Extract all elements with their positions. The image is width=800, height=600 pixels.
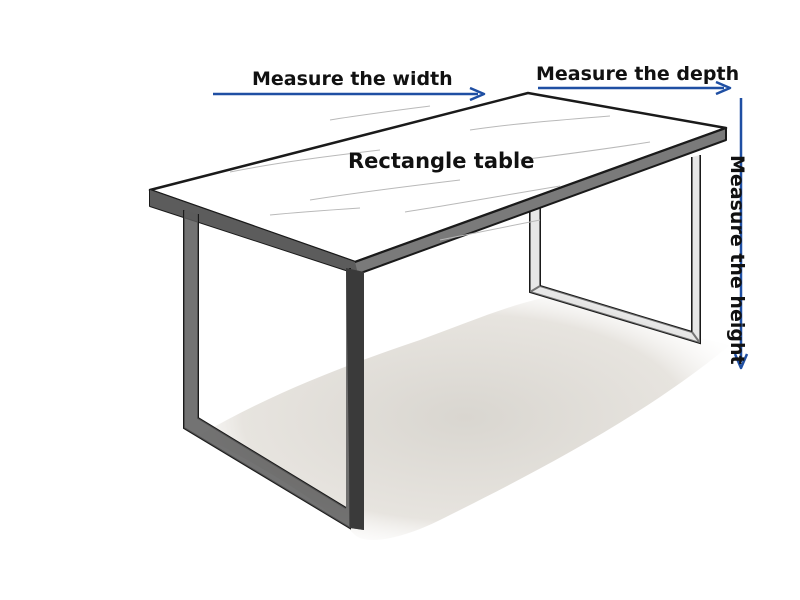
tabletop bbox=[148, 91, 728, 275]
back-right-leg-fill bbox=[530, 155, 700, 343]
measure-height-label: Measure the height bbox=[726, 155, 748, 365]
height-arrow bbox=[733, 98, 749, 370]
measure-width-label: Measure the width bbox=[252, 68, 453, 90]
floor-shadow bbox=[200, 295, 730, 540]
width-arrow bbox=[213, 86, 486, 102]
table-title: Rectangle table bbox=[348, 149, 535, 173]
measure-depth-label: Measure the depth bbox=[536, 63, 740, 85]
front-left-leg bbox=[183, 210, 364, 530]
depth-arrow bbox=[538, 80, 732, 96]
